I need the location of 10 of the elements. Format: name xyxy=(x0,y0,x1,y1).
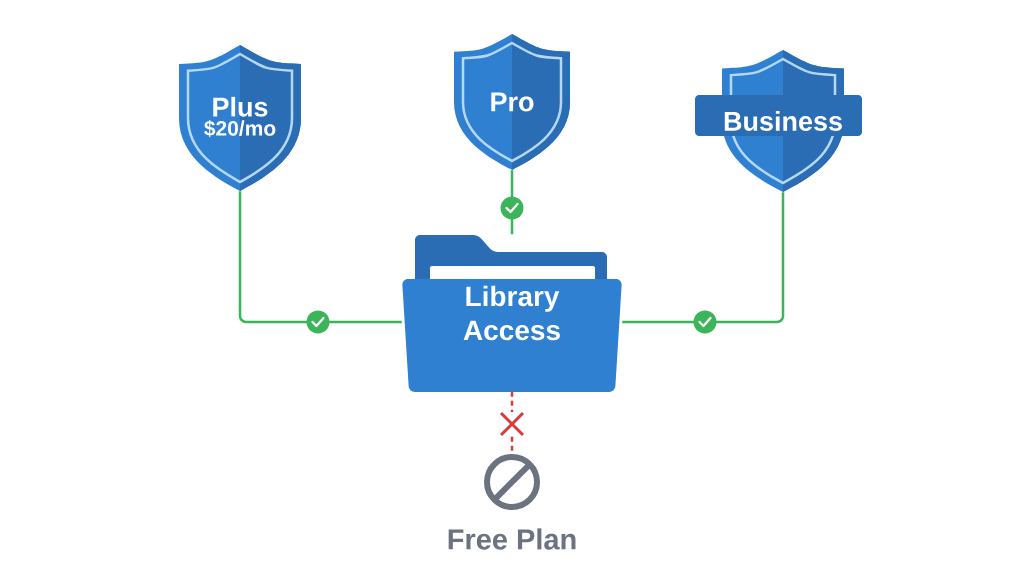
connector xyxy=(510,391,514,452)
connector xyxy=(238,191,402,324)
node-caption: Free Plan xyxy=(448,528,576,550)
plan-shield: Plus $20/mo xyxy=(179,45,301,191)
connector xyxy=(622,192,785,324)
connector xyxy=(510,170,514,235)
plan-shield: Pro xyxy=(454,34,570,170)
plan-shield: Business xyxy=(695,50,862,192)
folder: Library Access xyxy=(402,235,622,392)
prohibition-sign xyxy=(484,454,540,510)
